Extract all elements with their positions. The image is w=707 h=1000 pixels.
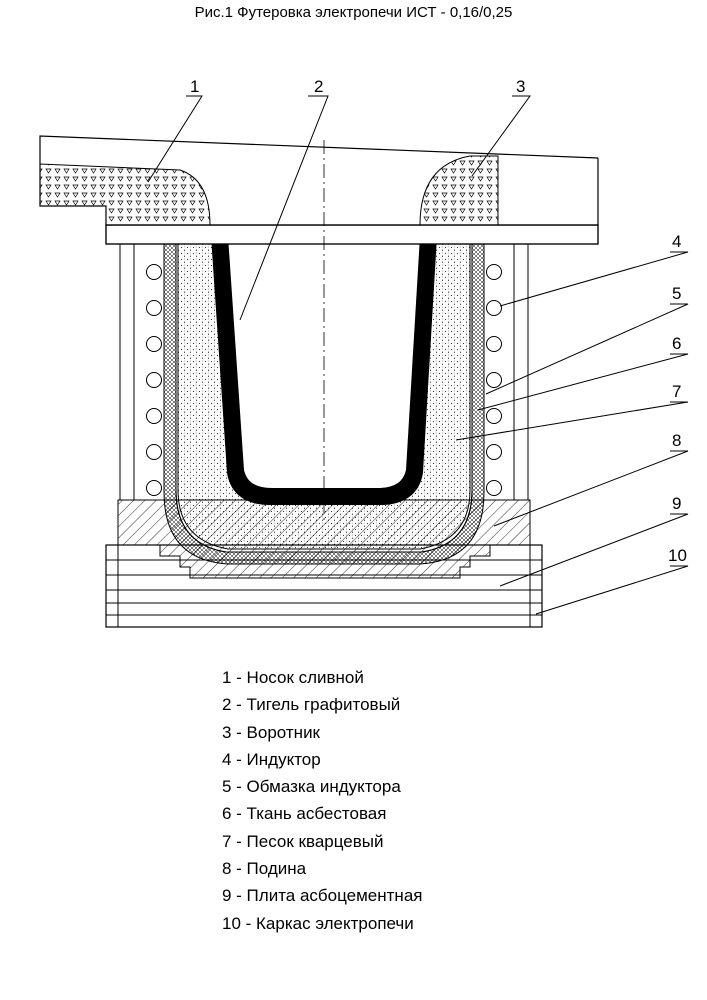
legend-item: 9 - Плита асбоцементная <box>222 886 423 906</box>
callout-3: 3 <box>516 77 525 96</box>
callout-7: 7 <box>672 382 681 401</box>
figure-title: Рис.1 Футеровка электропечи ИСТ - 0,16/0… <box>194 4 513 21</box>
legend-item: 1 - Носок сливной <box>222 668 364 687</box>
legend-item: 5 - Обмазка индуктора <box>222 777 401 797</box>
collar <box>419 155 499 226</box>
cover-plate <box>105 224 599 245</box>
legend-item: 7 - Песок кварцевый <box>222 831 384 851</box>
legend-item: 6 - Ткань асбестовая <box>222 804 387 824</box>
top-collar <box>39 135 599 245</box>
callout-10: 10 <box>668 546 687 565</box>
callout-1: 1 <box>190 77 199 96</box>
legend: 1 - Носок сливной 2 - Тигель графитовый … <box>222 664 422 937</box>
asbestos-fabric <box>175 244 473 553</box>
legend-item: 3 - Воротник <box>222 722 320 742</box>
callout-4: 4 <box>672 232 681 251</box>
legend-item: 4 - Индуктор <box>222 749 321 769</box>
callout-9: 9 <box>672 494 681 513</box>
legend-item: 8 - Подина <box>222 859 307 879</box>
callout-6: 6 <box>672 334 681 353</box>
callout-8: 8 <box>672 431 681 450</box>
callout-5: 5 <box>672 284 681 303</box>
legend-item: 2 - Тигель графитовый <box>222 695 401 715</box>
pouring-spout <box>39 163 211 226</box>
legend-item: 10 - Каркас электропечи <box>222 913 414 933</box>
inductor-coils <box>146 264 502 496</box>
callout-numbers: 1 2 3 4 5 6 7 8 9 10 <box>190 77 687 565</box>
callout-leaders <box>147 95 689 615</box>
callout-2: 2 <box>314 77 323 96</box>
graphite-crucible <box>211 235 437 505</box>
